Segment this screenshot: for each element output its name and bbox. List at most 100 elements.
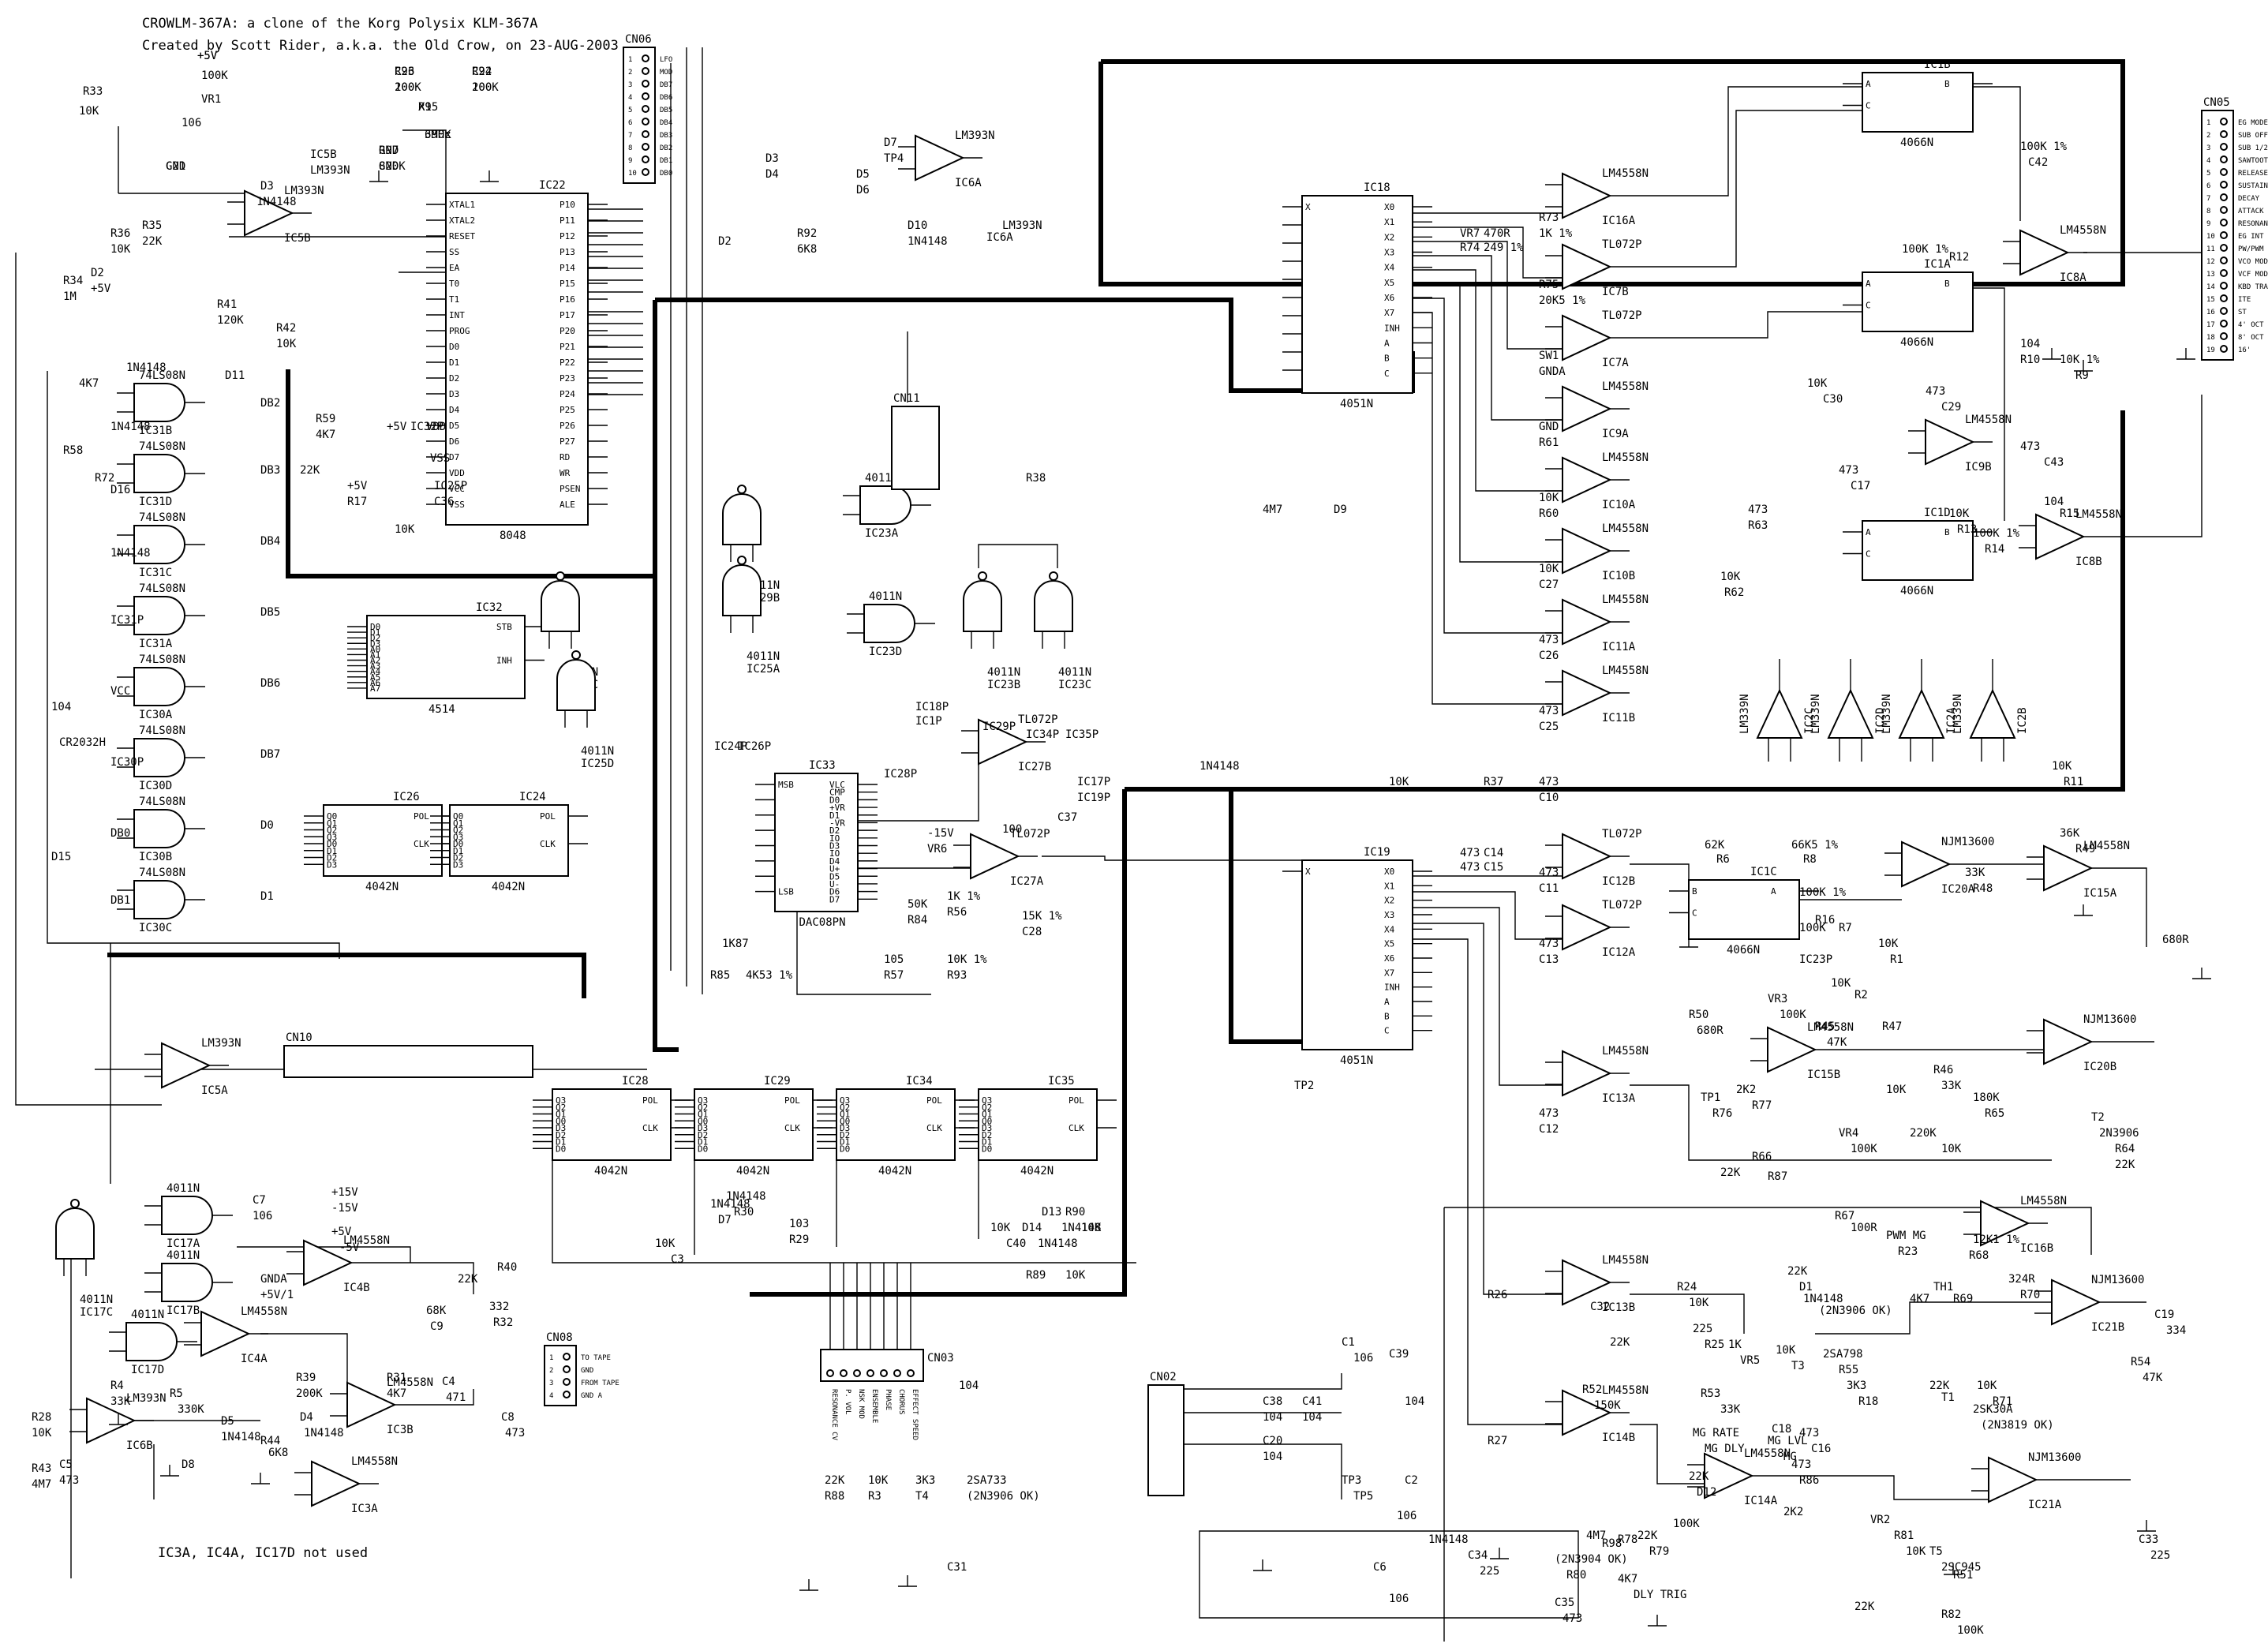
pin-label: VCC xyxy=(449,484,465,494)
component-label: 10K xyxy=(1878,938,1899,950)
component-label: 200K xyxy=(296,1387,323,1400)
pin-label: Q1 xyxy=(453,818,463,829)
component-label: C2 xyxy=(1405,1474,1418,1487)
pin-label: B xyxy=(1384,1011,1390,1021)
pin-label: POL xyxy=(414,811,429,822)
component-label: 1N4148 xyxy=(304,1427,344,1439)
component-label: R31 xyxy=(387,1372,406,1384)
pin-label: Q2 xyxy=(840,1103,850,1113)
component-label: (2N3906 OK) xyxy=(967,1490,1040,1503)
component-label: +15V xyxy=(331,1186,358,1199)
gate-part-label: 4011N xyxy=(80,1293,113,1306)
component-label: 4M7 xyxy=(32,1478,51,1491)
ic-box-ic33: IC33DAC08PNMSBLSBVLCCMPD0+VRD1-VRD2IOD3I… xyxy=(755,759,878,929)
pin-label: X3 xyxy=(1384,248,1394,258)
opamp-ref-label: IC15A xyxy=(2083,887,2117,900)
ic-part-label: 4042N xyxy=(594,1165,627,1177)
ic-part-label: DAC08PN xyxy=(799,916,846,929)
pin-label: CLK xyxy=(784,1123,800,1133)
pin-label: D0 xyxy=(982,1144,992,1154)
pin-label: Q3 xyxy=(982,1095,992,1106)
component-label: 10K xyxy=(1977,1380,1997,1392)
component-label: IC28P xyxy=(884,768,917,781)
pin-label: Q3 xyxy=(698,1095,708,1106)
ic-ref-label: IC1D xyxy=(1924,507,1951,519)
connector-pin-label: SAWTOOTH xyxy=(2238,157,2268,165)
component-label: D5 xyxy=(221,1415,234,1428)
connector-ref: CN08 xyxy=(546,1331,573,1344)
pin-label: X2 xyxy=(1384,232,1394,242)
wire xyxy=(670,47,703,994)
component-label: 22K xyxy=(1637,1529,1658,1542)
component-label: 10K xyxy=(1720,571,1741,583)
component-label: IC5B xyxy=(310,148,337,161)
connector-pin-label: P. VOL xyxy=(844,1389,851,1415)
component-label: R24 xyxy=(1677,1281,1697,1293)
pin-label: STB xyxy=(496,622,512,632)
component-label: VR1 xyxy=(201,93,221,106)
connector-pin-number: 16 xyxy=(2206,309,2215,316)
pin-label: IO xyxy=(829,833,840,844)
component-label: 2SC945 xyxy=(1941,1561,1982,1574)
pin-label: X1 xyxy=(1384,217,1394,227)
pin-label: D2 xyxy=(982,1130,992,1140)
pin-label: B xyxy=(1692,886,1697,897)
component-label: R46 xyxy=(1933,1064,1953,1076)
component-label: TP1 xyxy=(1701,1091,1720,1104)
ic-ref-label: IC35 xyxy=(1048,1075,1075,1088)
component-label: VCC xyxy=(110,685,130,698)
component-label: 1K 1% xyxy=(1539,227,1573,240)
opamp-part-label: NJM13600 xyxy=(2083,1013,2136,1026)
connector-pin-label: VCF MOD xyxy=(2238,271,2268,279)
component-label: 106 xyxy=(253,1210,272,1222)
connector-pin-label: DB3 xyxy=(660,132,672,140)
gate-part-label: 74LS08N xyxy=(139,440,185,453)
component-label: R74 xyxy=(1460,241,1480,254)
connector-pin-number: 18 xyxy=(2206,334,2215,342)
component-label: 10K xyxy=(1689,1297,1709,1309)
component-label: C15 xyxy=(1484,861,1503,874)
component-label: 100 xyxy=(1002,823,1022,836)
ground-symbol xyxy=(2176,348,2195,360)
connector-pin-number: 6 xyxy=(628,119,632,127)
component-label: 1N4148 xyxy=(221,1431,261,1443)
component-label: (2N3819 OK) xyxy=(1981,1419,2054,1432)
component-label: R15 xyxy=(2060,507,2079,520)
opamp-ref-label: IC4B xyxy=(343,1282,370,1294)
component-label: R78 xyxy=(1618,1533,1637,1546)
gate-ref-label: IC31B xyxy=(139,425,172,437)
pin-label: D6 xyxy=(449,436,459,447)
component-label: 12K1 1% xyxy=(1973,1234,2020,1246)
ground-symbol xyxy=(2192,968,2211,979)
ic-part-label: 4514 xyxy=(429,703,455,716)
pin-label: Q2 xyxy=(453,826,463,836)
component-label: 20K5 1% xyxy=(1539,294,1586,307)
component-label: C36 xyxy=(434,496,454,508)
pin-label: IO xyxy=(829,848,840,859)
component-label: D9 xyxy=(1334,504,1347,516)
pin-label: Q3 xyxy=(327,832,337,842)
component-label: 6K8 xyxy=(268,1447,288,1459)
component-label: 1N4148 xyxy=(1428,1533,1469,1546)
pin-label: D3 xyxy=(449,389,459,399)
pin-label: P14 xyxy=(560,263,575,273)
component-label: 10K 1% xyxy=(2060,354,2100,366)
component-label: C38 xyxy=(1263,1395,1282,1408)
wire-lines xyxy=(15,47,2203,1642)
connector-pin-label: ENSEMBLE xyxy=(870,1389,878,1423)
opamp-ref-label: IC16A xyxy=(1602,215,1636,227)
component-label: C40 xyxy=(1006,1237,1026,1250)
component-label: 4M7 xyxy=(1263,504,1282,516)
component-label: 473 xyxy=(1460,847,1480,859)
component-label: R4 xyxy=(110,1380,124,1392)
ground-symbol xyxy=(369,170,388,182)
connector-pin-number: 4 xyxy=(2206,157,2210,165)
ic-part-label: 4042N xyxy=(492,881,525,893)
